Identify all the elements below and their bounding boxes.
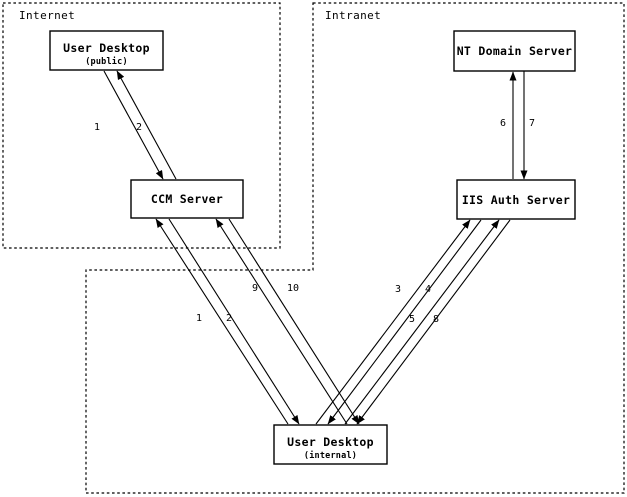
node-box-nt-domain-server[interactable] [453, 30, 576, 72]
zone-boundary-intranet [85, 2, 625, 494]
node-title-user-desktop-public: User Desktop [63, 41, 150, 55]
edge-label-3-internal-iis: 3 [395, 284, 401, 295]
edge-label-4-iis-internal: 4 [425, 284, 431, 295]
flow-arrow-2-ccm-to-internal [168, 218, 300, 425]
node-box-iis-auth-server[interactable] [456, 179, 576, 220]
edge-iis-internal-34 [315, 219, 482, 425]
node-user-desktop-public[interactable]: User Desktop (public) [49, 30, 164, 71]
node-box-user-desktop-internal[interactable] [273, 424, 388, 465]
edge-iis-internal-58 [344, 219, 511, 425]
edge-public-desktop-ccm [103, 70, 177, 180]
node-box-user-desktop-public[interactable] [49, 30, 164, 71]
node-subtitle-user-desktop-public: (public) [85, 56, 128, 67]
flow-arrow-3-internal-to-iis [315, 219, 471, 425]
zone-boundary-internet [2, 2, 281, 249]
node-title-iis-auth-server: IIS Auth Server [462, 193, 570, 207]
edge-ccm-internal-910 [215, 218, 360, 425]
edge-label-10-ccm-internal: 10 [287, 283, 299, 294]
edge-label-2-ccm-public: 2 [136, 122, 142, 133]
edge-number-labels: 1 2 6 7 9 10 1 2 3 4 5 8 [94, 118, 535, 325]
flow-arrow-1-internal-to-ccm [155, 218, 289, 425]
node-user-desktop-internal[interactable]: User Desktop (internal) [273, 424, 388, 465]
flow-arrow-4-iis-to-internal [327, 219, 482, 425]
node-subtitle-user-desktop-internal: (internal) [304, 450, 357, 461]
edge-label-8-iis-internal: 8 [433, 314, 439, 325]
flow-arrow-10-ccm-to-internal [228, 218, 360, 425]
node-title-ccm-server: CCM Server [151, 192, 223, 206]
node-box-ccm-server[interactable] [130, 179, 244, 219]
edge-label-7-nt-iis: 7 [529, 118, 535, 129]
node-ccm-server[interactable]: CCM Server [130, 179, 244, 219]
flow-arrow-8-iis-to-internal [356, 219, 511, 425]
edge-label-1-internal-ccm: 1 [196, 313, 202, 324]
edge-label-2-ccm-internal: 2 [226, 313, 232, 324]
edge-label-1-public-ccm: 1 [94, 122, 100, 133]
flow-arrow-9-internal-to-ccm [215, 218, 348, 425]
edge-label-5-internal-iis: 5 [409, 314, 415, 325]
flow-arrow-1-public-to-ccm [103, 70, 164, 180]
flow-arrow-5-internal-to-iis [344, 219, 500, 425]
flow-arrow-2-ccm-to-public [116, 70, 177, 180]
node-iis-auth-server[interactable]: IIS Auth Server [456, 179, 576, 220]
edge-label-9-internal-ccm: 9 [252, 283, 258, 294]
node-title-user-desktop-internal: User Desktop [287, 435, 374, 449]
edge-label-6-iis-nt: 6 [500, 118, 506, 129]
node-nt-domain-server[interactable]: NT Domain Server [453, 30, 576, 72]
edge-ccm-internal-12 [155, 218, 300, 425]
zone-label-intranet: Intranet [325, 9, 381, 22]
zone-label-internet: Internet [19, 9, 75, 22]
edge-nt-iis [509, 71, 528, 180]
node-title-nt-domain-server: NT Domain Server [457, 44, 573, 58]
